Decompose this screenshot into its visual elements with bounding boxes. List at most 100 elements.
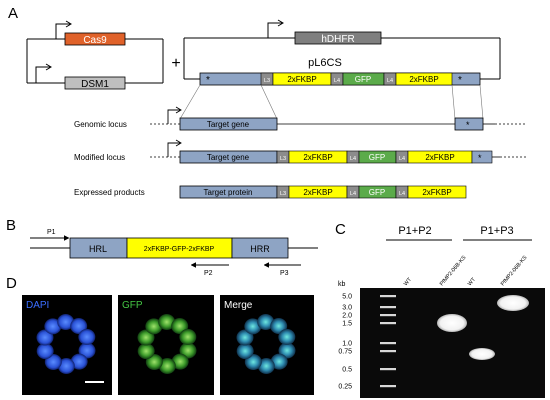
marker-size-label: 1.5 bbox=[342, 321, 352, 328]
panel-label-d: D bbox=[6, 275, 17, 292]
target-gene-label: Target gene bbox=[207, 153, 250, 162]
nuclei-rings bbox=[36, 314, 296, 374]
modified-locus-bar bbox=[179, 150, 493, 164]
marker-size-label: 0.75 bbox=[338, 349, 352, 356]
gfp-label: GFP bbox=[355, 75, 371, 84]
primer-pair-p1p2: P1+P2 bbox=[398, 225, 431, 237]
genomic-locus-label: Genomic locus bbox=[74, 120, 127, 129]
gfp-channel-label: GFP bbox=[122, 300, 143, 311]
fkbp-label: 2xFKBP bbox=[422, 188, 451, 197]
panel-label-a: A bbox=[8, 5, 18, 22]
fkbp-label: 2xFKBP bbox=[409, 75, 438, 84]
cas9-label: Cas9 bbox=[83, 35, 107, 46]
linker-l3: L3 bbox=[264, 78, 270, 84]
nucleus bbox=[145, 318, 163, 335]
ladder-band bbox=[380, 295, 396, 298]
nucleus bbox=[44, 318, 62, 335]
panel-label-c: C bbox=[335, 221, 346, 238]
primer-p3-label: P3 bbox=[280, 270, 289, 277]
merge-image bbox=[220, 295, 314, 395]
linker-l3: L3 bbox=[280, 191, 286, 197]
ladder-band bbox=[380, 306, 396, 309]
nucleus bbox=[257, 357, 275, 374]
kb-label: kb bbox=[338, 281, 346, 288]
nucleus bbox=[78, 328, 96, 345]
hdhfr-box bbox=[294, 31, 382, 45]
nucleus bbox=[257, 314, 275, 331]
star-mark: * bbox=[466, 120, 470, 130]
target-gene-label: Target gene bbox=[207, 120, 250, 129]
fkbp-label: 2xFKBP bbox=[303, 188, 332, 197]
linker-l3: L3 bbox=[280, 156, 286, 162]
gel-band bbox=[437, 314, 467, 332]
nucleus bbox=[36, 343, 54, 360]
pl6cs-cassette bbox=[199, 72, 481, 86]
utr-box bbox=[454, 117, 484, 131]
hdhfr-label: hDHFR bbox=[321, 34, 354, 45]
lane-label: WT bbox=[467, 276, 478, 287]
gfp-image bbox=[118, 295, 214, 395]
primer-pair-p1p3: P1+P3 bbox=[480, 225, 513, 237]
dna-ladder bbox=[380, 295, 396, 388]
expressed-products-label: Expressed products bbox=[74, 188, 145, 197]
ladder-band bbox=[380, 342, 396, 345]
nucleus bbox=[158, 314, 176, 331]
plasmid-name: pL6CS bbox=[308, 57, 342, 69]
pl6cs-plasmid bbox=[183, 19, 501, 80]
marker-size-label: 0.25 bbox=[338, 384, 352, 391]
linker-l4: L4 bbox=[399, 191, 405, 197]
linker-l4: L4 bbox=[399, 156, 405, 162]
star-mark: * bbox=[206, 75, 210, 86]
marker-size-label: 0.5 bbox=[342, 367, 352, 374]
ladder-band bbox=[380, 314, 396, 317]
target-protein-label: Target protein bbox=[204, 188, 253, 197]
nucleus bbox=[137, 343, 155, 360]
recombination-lines bbox=[179, 84, 484, 120]
promoter-arrow bbox=[267, 22, 282, 38]
ladder-band bbox=[380, 368, 396, 371]
promoter-arrow bbox=[55, 23, 70, 39]
gel-band bbox=[497, 295, 529, 311]
star-mark: * bbox=[458, 75, 462, 86]
hrr-box bbox=[231, 237, 289, 259]
cas9-box bbox=[64, 32, 126, 46]
promoter-arrow bbox=[35, 66, 50, 83]
marker-size-label: 3.0 bbox=[342, 305, 352, 312]
nucleus bbox=[158, 357, 176, 374]
lane-label: WT bbox=[403, 276, 414, 287]
linker-l4: L4 bbox=[334, 78, 340, 84]
nucleus bbox=[70, 353, 88, 370]
dapi-label: DAPI bbox=[26, 300, 49, 311]
marker-labels: 5.03.02.01.51.00.750.50.25 bbox=[338, 294, 352, 391]
gfp-label: GFP bbox=[369, 188, 385, 197]
fkbp-label: 2xFKBP bbox=[425, 153, 454, 162]
modified-locus-label: Modified locus bbox=[74, 153, 125, 162]
primer-p2-label: P2 bbox=[204, 270, 213, 277]
nucleus bbox=[278, 328, 296, 345]
lane-label: PfMP2-06B-KS bbox=[439, 255, 468, 288]
nucleus bbox=[171, 353, 189, 370]
primer-p1-label: P1 bbox=[47, 229, 56, 236]
marker-size-label: 2.0 bbox=[342, 313, 352, 320]
dapi-image bbox=[22, 295, 112, 395]
nucleus bbox=[270, 353, 288, 370]
gel-bands bbox=[437, 295, 529, 360]
promoter-arrow bbox=[167, 109, 180, 124]
nucleus bbox=[57, 314, 75, 331]
nucleus bbox=[57, 357, 75, 374]
linker-l4: L4 bbox=[350, 156, 356, 162]
target-gene-box bbox=[179, 117, 278, 131]
dsm1-box bbox=[64, 76, 126, 90]
lane-label: PfMP2-06B-KS bbox=[500, 255, 529, 288]
ladder-band bbox=[380, 322, 396, 325]
linker-l4: L4 bbox=[387, 78, 393, 84]
hrr-label: HRR bbox=[250, 244, 270, 254]
marker-size-label: 5.0 bbox=[342, 294, 352, 301]
panel-label-b: B bbox=[6, 217, 16, 234]
cas9-plasmid bbox=[26, 20, 164, 84]
merge-label: Merge bbox=[224, 300, 253, 311]
fkbp-label: 2xFKBP bbox=[303, 153, 332, 162]
nucleus bbox=[244, 318, 262, 335]
gel-band bbox=[469, 348, 495, 360]
